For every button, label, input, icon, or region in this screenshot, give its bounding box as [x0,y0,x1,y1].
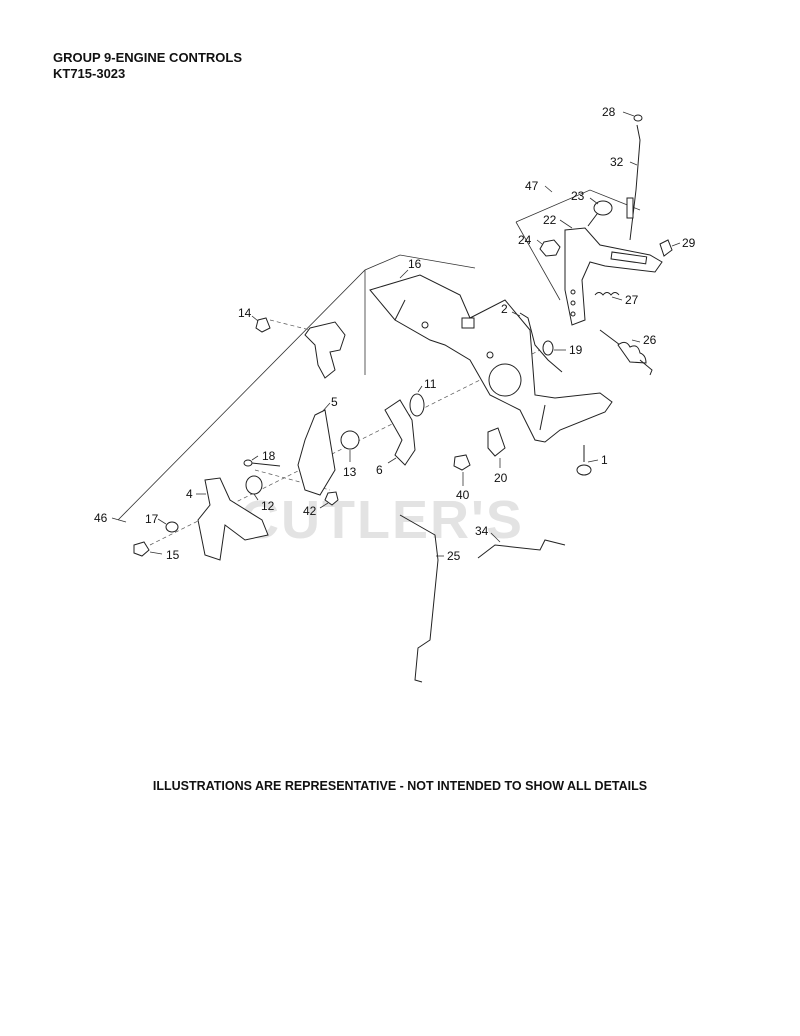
leader-line [536,239,543,245]
assembly-47-outline [515,189,641,223]
callout-14: 14 [238,306,252,320]
leader-line [544,185,553,193]
leader-line [399,269,409,279]
bolt-40 [453,454,471,471]
washer-12 [245,475,263,495]
nut-42 [324,491,339,506]
cable-32 [629,124,641,241]
callout-46: 46 [94,511,108,525]
washer-13 [340,430,360,450]
callout-42: 42 [303,504,317,518]
watermark: CUTLER'S [240,490,524,550]
callout-6: 6 [376,463,383,477]
washer-17 [165,521,179,533]
lever-14-group [255,317,346,379]
diagram-title: GROUP 9-ENGINE CONTROLS [53,50,243,65]
callout-27: 27 [625,293,639,307]
cable-spring [626,197,634,219]
lever-6 [384,399,416,466]
leader-line [157,518,167,525]
bolt-1 [576,445,592,476]
screw-28 [633,114,643,122]
throttle-lever-22 [564,227,663,326]
leader-line [111,517,127,523]
callout-40: 40 [456,488,470,502]
spring-27 [594,292,620,296]
callout-20: 20 [494,471,508,485]
spring-26 [599,329,653,376]
callout-1: 1 [601,453,608,467]
axis-line [269,319,311,331]
callout-28: 28 [602,105,616,119]
callout-23: 23 [571,189,585,203]
callout-24: 24 [518,233,532,247]
bolt-18 [243,459,281,467]
callout-25: 25 [447,549,461,563]
leader-line [253,493,259,501]
clip-29 [659,239,673,257]
model-number: KT715-3023 [53,66,126,81]
nut-24 [539,239,561,257]
leader-line [251,455,259,461]
callout-17: 17 [145,512,159,526]
callout-5: 5 [331,395,338,409]
callout-22: 22 [543,213,557,227]
lever-5 [297,409,336,496]
leader-line [629,161,638,166]
washer-19 [542,340,554,356]
callout-34: 34 [475,524,489,538]
callout-18: 18 [262,449,276,463]
control-bracket-16 [369,274,613,443]
leader-line [387,457,397,464]
leader-line [589,197,599,205]
callout-11: 11 [424,377,437,391]
callout-29: 29 [682,236,696,250]
leader-line [671,242,681,247]
clamp-20 [487,427,506,457]
leader-line [511,311,521,317]
leader-line [631,339,641,343]
rod-25 [399,514,439,683]
callout-4: 4 [186,487,193,501]
leader-line [622,111,635,117]
leader-line [490,532,501,543]
leader-line [417,385,423,393]
callout-26: 26 [643,333,657,347]
washer-11 [409,393,425,417]
callout-12: 12 [261,499,275,513]
bolt-15 [133,541,150,557]
callout-19: 19 [569,343,583,357]
lever-4 [197,477,269,561]
leader-line [251,315,259,322]
leader-line [587,459,599,463]
leader-line [559,219,573,229]
assembly-46-outline [117,254,476,521]
callout-32: 32 [610,155,624,169]
leader-line [149,551,163,555]
rod-34 [477,539,566,559]
callout-13: 13 [343,465,357,479]
diagram-header: GROUP 9-ENGINE CONTROLS KT715-3023 [53,50,242,82]
callout-47: 47 [525,179,539,193]
leader-line [611,296,623,301]
spring-2 [519,312,563,373]
callout-15: 15 [166,548,180,562]
knob-23 [587,200,613,227]
disclaimer-note: ILLUSTRATIONS ARE REPRESENTATIVE - NOT I… [152,779,648,793]
assembly-47-edge [515,221,561,301]
leader-line [319,502,329,509]
leader-line [321,402,331,413]
callout-16: 16 [408,257,422,271]
callout-2: 2 [501,302,508,316]
